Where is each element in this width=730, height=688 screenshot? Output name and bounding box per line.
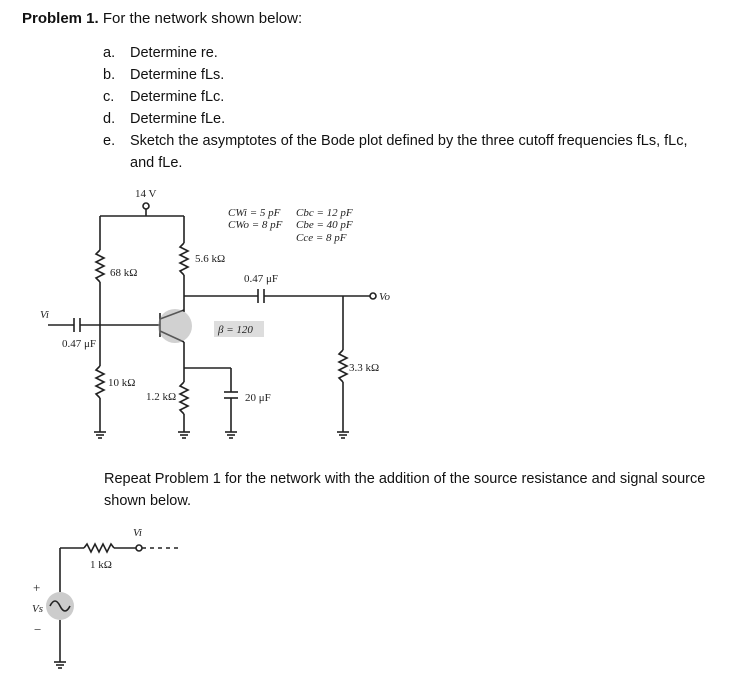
r-source-label: 1 kΩ: [90, 559, 112, 571]
vs-label: Vs: [32, 603, 43, 615]
cap-right-1: Cbc = 12 pF: [296, 207, 353, 219]
item-c: c.Determine fLc.: [103, 89, 225, 105]
item-d: d.Determine fLe.: [103, 111, 226, 127]
problem-items: a.Determine re. b.Determine fLs. c.Deter…: [103, 42, 688, 174]
cap-right-3: Cce = 8 pF: [296, 232, 347, 244]
r-load-label: 3.3 kΩ: [349, 362, 379, 374]
item-e: e.Sketch the asymptotes of the Bode plot…: [103, 133, 688, 171]
c-in-label: 0.47 μF: [62, 338, 96, 350]
item-a: a.Determine re.: [103, 45, 218, 61]
r-bias-top-label: 68 kΩ: [110, 267, 137, 279]
r-bias-bottom-label: 10 kΩ: [108, 377, 135, 389]
supply-label: 14 V: [135, 188, 157, 200]
problem-heading: Problem 1. For the network shown below:: [22, 10, 302, 27]
problem-label: Problem 1.: [22, 10, 99, 27]
repeat-text: Repeat Problem 1 for the network with th…: [104, 471, 706, 509]
r-collector-label: 5.6 kΩ: [195, 253, 225, 265]
item-b: b.Determine fLs.: [103, 67, 225, 83]
cap-left-2: CWo = 8 pF: [228, 219, 283, 231]
beta-label: β = 120: [217, 324, 253, 336]
c-emitter-label: 20 μF: [245, 392, 271, 404]
c-out-label: 0.47 μF: [244, 273, 278, 285]
minus-label: −: [34, 622, 41, 637]
transistor-symbol: [158, 309, 192, 343]
plus-label: +: [33, 580, 40, 595]
r-emitter-label: 1.2 kΩ: [146, 391, 176, 403]
cap-right-2: Cbe = 40 pF: [296, 219, 353, 231]
vo-label: Vo: [379, 291, 391, 303]
problem-intro: For the network shown below:: [102, 10, 303, 27]
vi-label: Vi: [40, 309, 49, 321]
source-vi-label: Vi: [133, 527, 142, 539]
cap-left-1: CWi = 5 pF: [228, 207, 281, 219]
